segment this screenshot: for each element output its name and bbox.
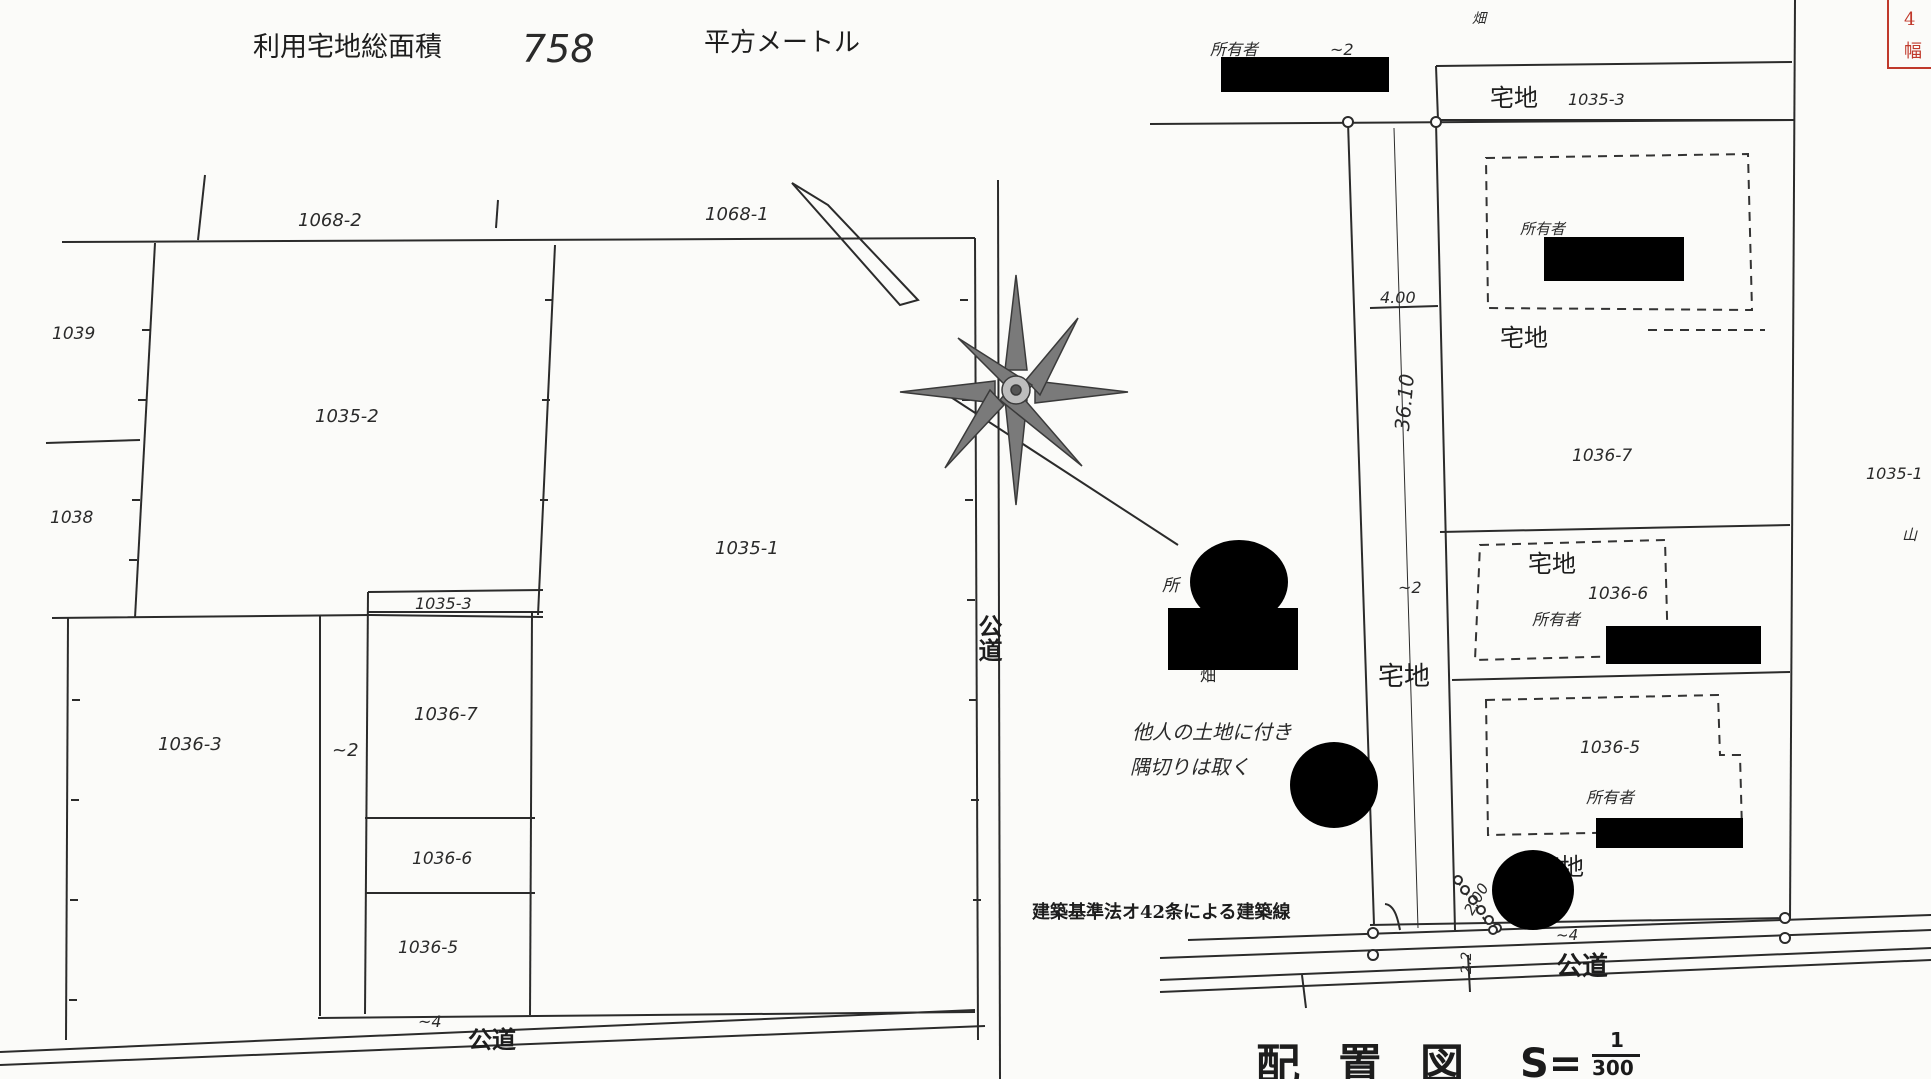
- total-area-value: 758: [522, 27, 595, 71]
- land-use-label: 宅地: [1528, 550, 1576, 578]
- red-stamp-text: 4 幅: [1904, 9, 1922, 62]
- road-width-mark: ~4: [1556, 926, 1579, 944]
- land-use-label: 宅地: [1490, 84, 1538, 112]
- total-area-label: 利用宅地総面積: [253, 32, 442, 63]
- edge-mark: 畑: [1472, 11, 1486, 27]
- owner-label: 所有者: [1210, 40, 1259, 59]
- edge-mark: 山: [1902, 526, 1918, 544]
- scale-divider: [1592, 1054, 1640, 1057]
- redaction-block: [1544, 237, 1684, 281]
- redaction-dot: [1492, 850, 1574, 930]
- redaction-block: [1606, 626, 1761, 664]
- boundary-note: 他人の土地に付き: [1132, 720, 1292, 744]
- parcel-label: 1035-1: [715, 538, 779, 559]
- drawing-title: 配置図: [1256, 1040, 1502, 1079]
- redaction-dot: [1190, 540, 1288, 624]
- field-label: 畑: [1200, 666, 1217, 685]
- parcel-label: 1035-2: [315, 406, 379, 427]
- boundary-note: 隅切りは取く: [1130, 755, 1250, 779]
- owner-label: 所: [1162, 576, 1179, 596]
- parcel-label: 1035-3: [415, 594, 472, 613]
- parcel-label: 1068-2: [298, 210, 362, 231]
- parcel-label: 1036-6: [1588, 584, 1649, 604]
- dimension-label: 2.2: [1459, 951, 1475, 974]
- scale-denominator: 300: [1592, 1056, 1634, 1079]
- scale-numerator: 1: [1610, 1028, 1624, 1052]
- parcel-label: 1035-1: [1866, 464, 1923, 483]
- parcel-label: 1036-6: [412, 849, 473, 869]
- parcel-label: 1039: [52, 324, 96, 344]
- redaction-dot: [1290, 742, 1378, 828]
- dimension-label: 4.00: [1380, 288, 1416, 307]
- dimension-label: 36.10: [1390, 372, 1419, 432]
- owner-suffix: ~2: [1330, 40, 1354, 59]
- redaction-block: [1596, 818, 1743, 848]
- owner-label: 所有者: [1532, 610, 1581, 629]
- owner-label: 所有者: [1520, 220, 1566, 238]
- road-width-mark: ~2: [332, 740, 359, 761]
- parcel-label: 1036-5: [1580, 738, 1641, 758]
- parcel-label: 1035-3: [1568, 90, 1625, 109]
- total-area-unit: 平方メートル: [704, 28, 861, 58]
- parcel-label: 1038: [50, 508, 94, 528]
- road-width-mark: ~4: [418, 1012, 442, 1031]
- land-use-label: 宅地: [1500, 324, 1548, 352]
- parcel-label: 1068-1: [705, 204, 769, 225]
- public-road-label: 公道: [468, 1025, 516, 1054]
- parcel-label: 1036-7: [1572, 446, 1633, 466]
- parcel-label: 1036-7: [414, 704, 478, 725]
- public-road-label: 公道: [1556, 952, 1609, 982]
- land-use-label: 宅地: [1378, 662, 1431, 692]
- compass-rose-icon: [899, 274, 1129, 506]
- building-line-note: 建築基準法オ42条による建築線: [1032, 902, 1291, 923]
- redaction-block: [1221, 57, 1389, 92]
- owner-label: 所有者: [1586, 788, 1635, 807]
- public-road-label: 公道: [974, 614, 1003, 662]
- parcel-label: 1036-5: [398, 938, 459, 958]
- dimension-label: ~2: [1398, 578, 1422, 597]
- scale-prefix: S=: [1520, 1041, 1583, 1079]
- parcel-label: 1036-3: [158, 734, 222, 755]
